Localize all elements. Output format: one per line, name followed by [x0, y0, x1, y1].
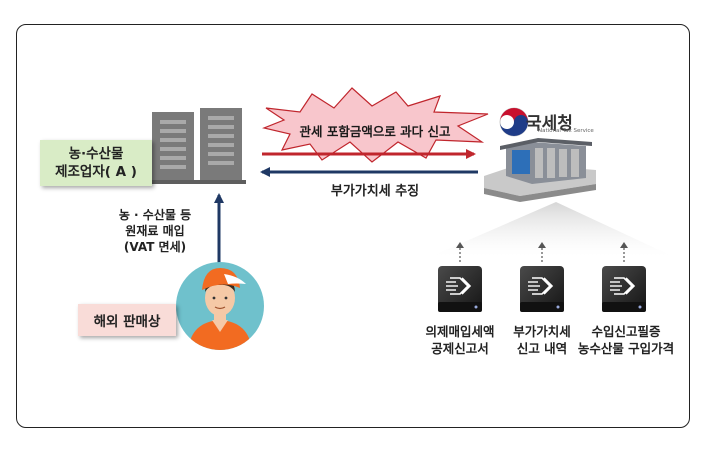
- purchase-note: 농 · 수산물 등 원재료 매입 (VAT 면세): [90, 207, 220, 255]
- nts-english-name: National Tax Service: [538, 128, 594, 134]
- overseas-dealer-label: 해외 판매상: [93, 314, 161, 330]
- server-icon: [438, 266, 482, 312]
- data-source-line2: 농수산물 구입가격: [577, 341, 675, 356]
- data-source-line2: 공제신고서: [431, 341, 489, 356]
- manufacturer-line1: 농·수산물: [68, 146, 124, 162]
- data-fan-shape: [432, 202, 672, 256]
- data-source-line1: 의제매입세액: [425, 324, 495, 339]
- data-source-line1: 부가가치세: [513, 324, 571, 339]
- manufacturer-box: 농·수산물 제조업자( A ): [40, 140, 152, 186]
- server-icon: [520, 266, 564, 312]
- diagram-frame: [16, 24, 690, 428]
- data-source-line2: 신고 내역: [516, 341, 568, 356]
- nts-emblem-icon: [499, 107, 529, 137]
- data-source-label: 수입신고필증 농수산물 구입가격: [564, 323, 688, 357]
- purchase-note-line3: (VAT 면세): [123, 240, 187, 254]
- nts-name: 국세청: [526, 114, 573, 134]
- data-source-line1: 수입신고필증: [591, 324, 661, 339]
- overstatement-burst-shape: [261, 87, 489, 163]
- purchase-note-line2: 원재료 매입: [125, 224, 185, 238]
- nts-building-icon: [484, 138, 596, 202]
- server-icon: [602, 266, 646, 312]
- data-source-label: 의제매입세액 공제신고서: [412, 323, 508, 357]
- vat-collection-label: 부가가치세 추징: [330, 184, 420, 199]
- manufacturer-line2: 제조업자( A ): [55, 164, 137, 180]
- factory-buildings-icon: [148, 108, 246, 184]
- data-source-label: 부가가치세 신고 내역: [494, 323, 590, 357]
- dealer-avatar-icon: [176, 262, 264, 350]
- overseas-dealer-box: 해외 판매상: [78, 304, 176, 336]
- purchase-note-line1: 농 · 수산물 등: [118, 208, 192, 222]
- overstated-report-label: 관세 포함금액으로 과다 신고: [299, 124, 451, 139]
